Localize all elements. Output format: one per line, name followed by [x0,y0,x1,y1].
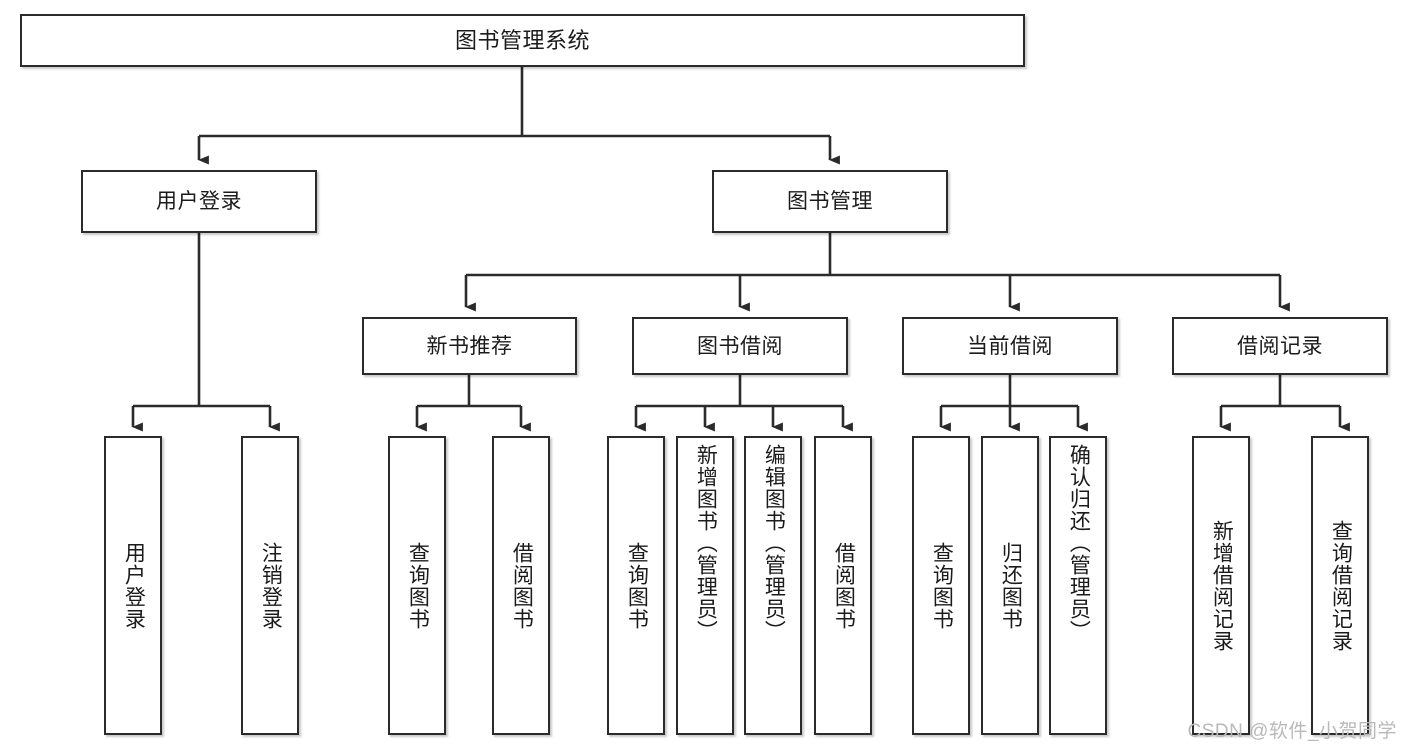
node-label: 图书借阅 [697,334,783,358]
node-label: 图书管理 [787,190,873,213]
node-label: 用户登录 [122,541,146,630]
node-leaf-return-book[interactable]: 归还图书 [981,436,1039,735]
node-book-management[interactable]: 图书管理 [712,170,948,233]
node-label: 新增借阅记录 [1210,519,1234,652]
node-label: 借阅图书 [510,541,534,630]
node-leaf-user-login[interactable]: 用户登录 [104,436,162,735]
node-current-borrow[interactable]: 当前借阅 [902,317,1118,375]
leaf-text-wrap: 新增借阅记录 [1194,438,1248,733]
node-label: 查询图书 [625,541,649,630]
leaf-text-wrap: 归还图书 [983,438,1037,733]
node-leaf-query-book-3[interactable]: 查询图书 [912,436,970,735]
leaf-text-wrap: 新增图书（管理员） [678,438,732,739]
node-label: 新增图书（管理员） [694,444,718,642]
node-label: 借阅图书 [832,541,856,630]
node-leaf-edit-book-admin[interactable]: 编辑图书（管理员） [744,436,802,735]
node-label: 当前借阅 [967,334,1053,358]
node-leaf-query-borrow-record[interactable]: 查询借阅记录 [1311,436,1369,735]
node-borrow-record[interactable]: 借阅记录 [1172,317,1388,375]
node-label: 新书推荐 [426,334,513,358]
leaf-text-wrap: 确认归还（管理员） [1051,438,1105,739]
node-book-borrow[interactable]: 图书借阅 [632,317,848,375]
node-user-login[interactable]: 用户登录 [81,170,317,233]
node-label: 查询图书 [930,541,954,630]
node-leaf-confirm-return-admin[interactable]: 确认归还（管理员） [1049,436,1107,735]
node-label: 编辑图书（管理员） [762,444,786,642]
csdn-watermark: CSDN @软件_小贺同学 [1187,721,1397,742]
leaf-text-wrap: 注销登录 [243,438,297,733]
node-leaf-query-book-2[interactable]: 查询图书 [607,436,665,735]
node-leaf-borrow-book-1[interactable]: 借阅图书 [492,436,550,735]
node-leaf-add-book-admin[interactable]: 新增图书（管理员） [676,436,734,735]
leaf-text-wrap: 查询借阅记录 [1313,438,1367,733]
leaf-text-wrap: 查询图书 [390,438,444,733]
node-label: 查询图书 [406,541,430,630]
node-label: 查询借阅记录 [1329,519,1353,652]
node-label: 注销登录 [259,541,283,630]
leaf-text-wrap: 查询图书 [609,438,663,733]
node-leaf-add-borrow-record[interactable]: 新增借阅记录 [1192,436,1250,735]
leaf-text-wrap: 用户登录 [106,438,160,733]
leaf-text-wrap: 查询图书 [914,438,968,733]
leaf-text-wrap: 借阅图书 [494,438,548,733]
node-leaf-query-book-1[interactable]: 查询图书 [388,436,446,735]
node-leaf-borrow-book-2[interactable]: 借阅图书 [814,436,872,735]
leaf-text-wrap: 编辑图书（管理员） [746,438,800,739]
node-label: 用户登录 [156,190,242,213]
node-leaf-logout-login[interactable]: 注销登录 [241,436,299,735]
node-label: 归还图书 [999,541,1023,630]
node-root-system[interactable]: 图书管理系统 [20,14,1025,67]
node-label: 确认归还（管理员） [1067,444,1091,642]
node-new-book-recommend[interactable]: 新书推荐 [362,317,577,375]
node-label: 借阅记录 [1237,334,1323,358]
node-label: 图书管理系统 [454,27,590,53]
leaf-text-wrap: 借阅图书 [816,438,870,733]
